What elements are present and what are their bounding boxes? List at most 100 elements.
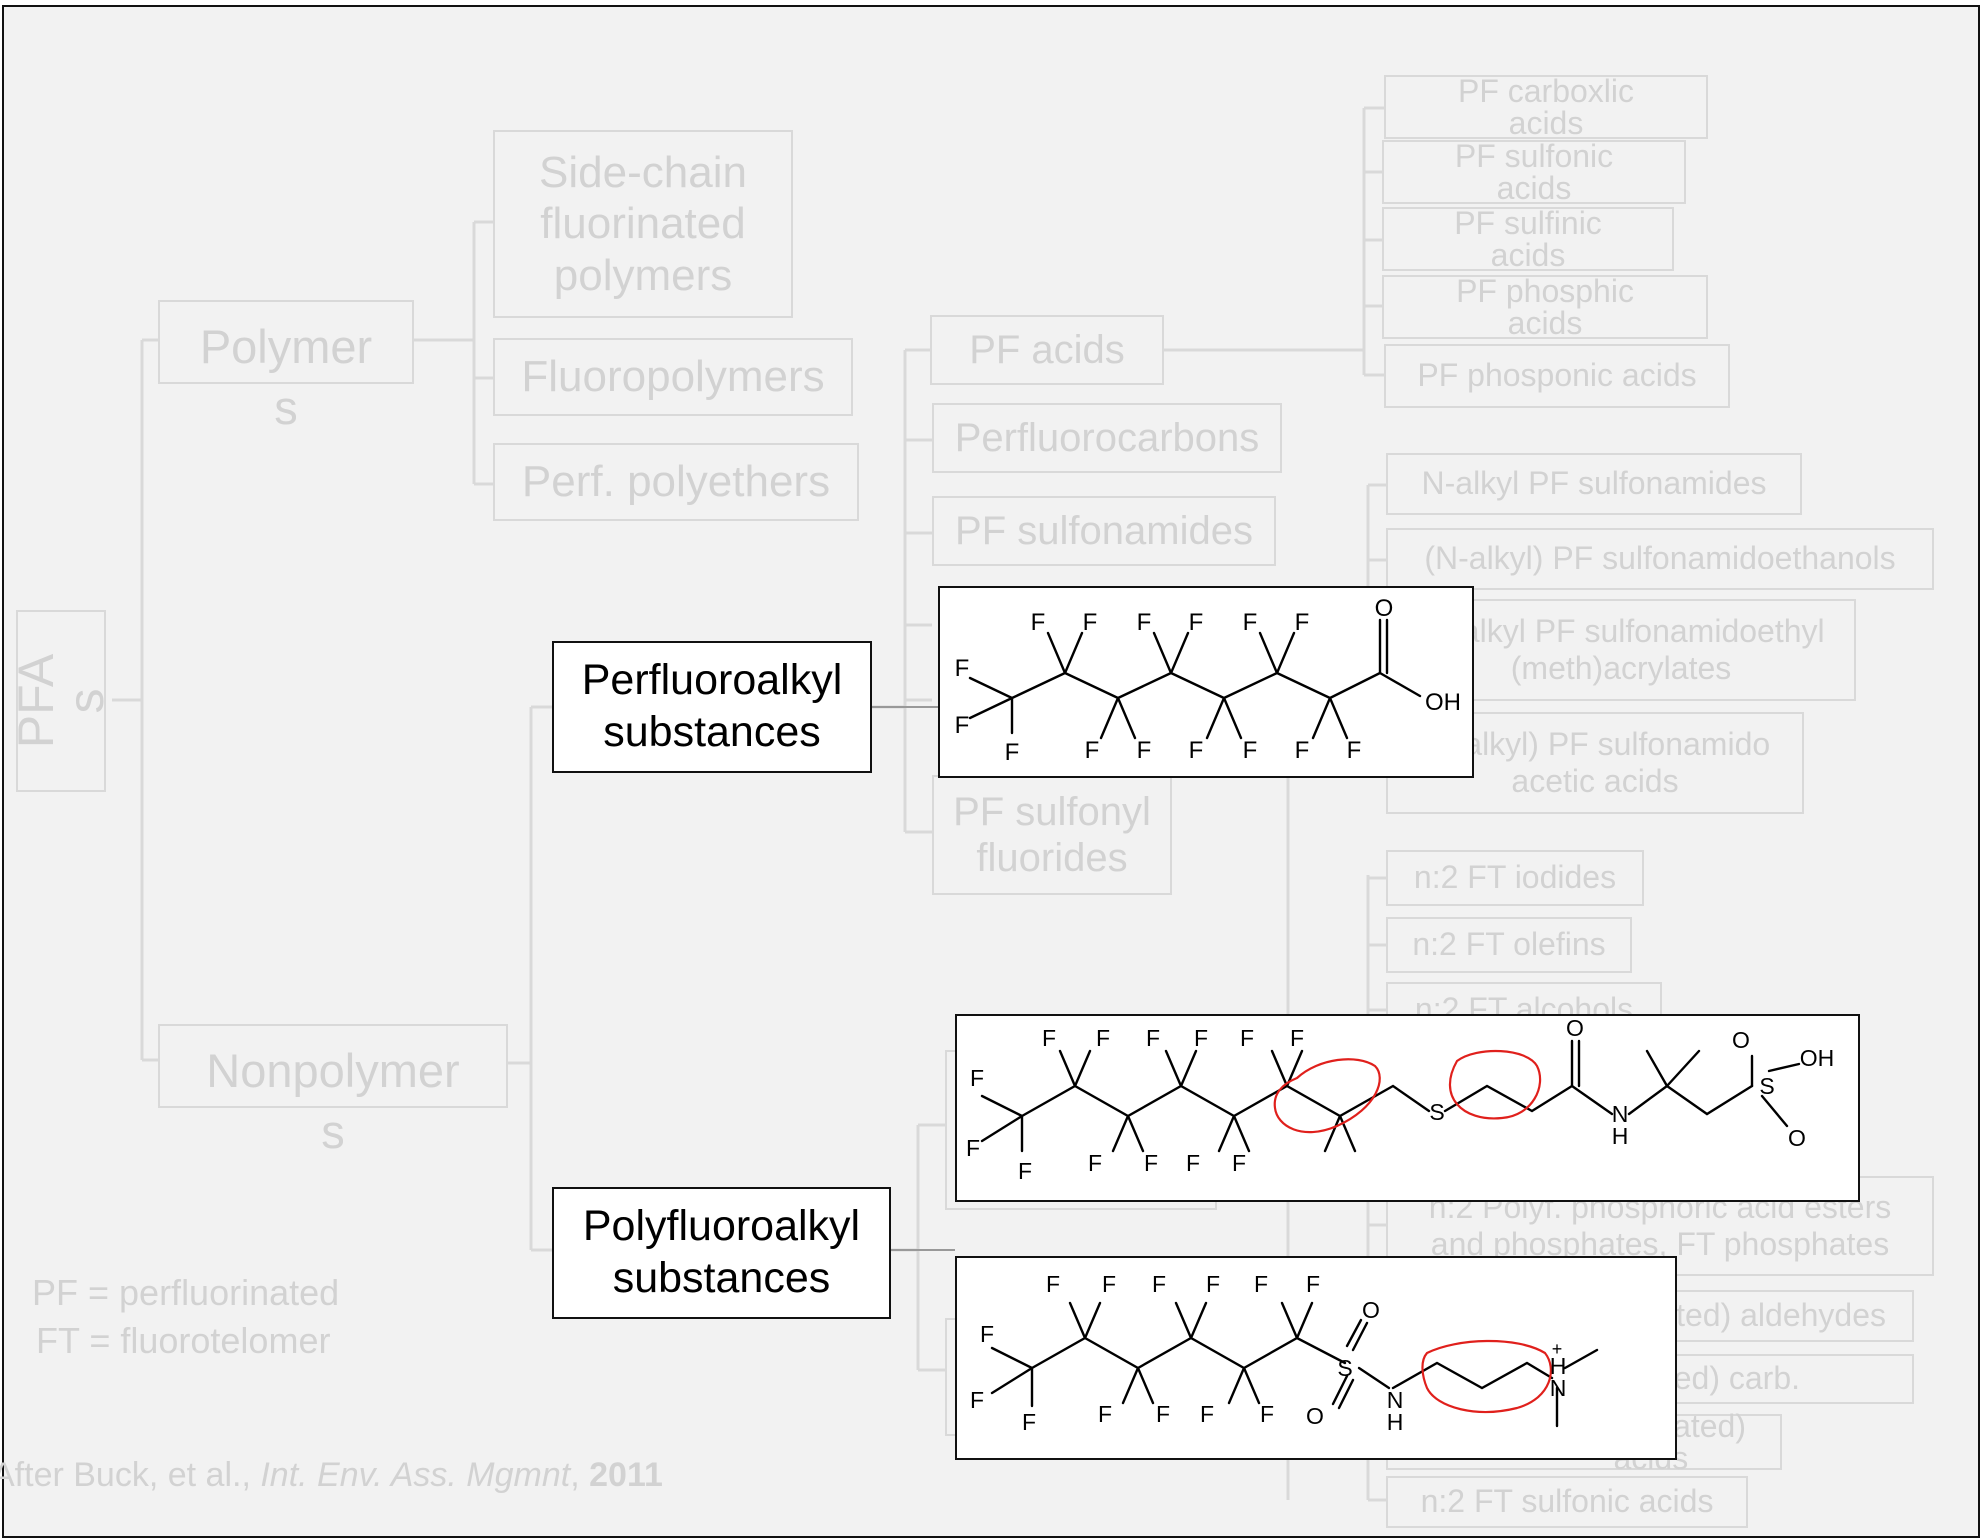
f-atom: F xyxy=(1295,737,1310,764)
pf-acid-phosphic[interactable]: PF phosphic acids xyxy=(1382,275,1708,339)
f-atom: F xyxy=(1046,1271,1060,1297)
ft-sulfonic-acids-label: n:2 FT sulfonic acids xyxy=(1420,1483,1714,1520)
f-atom: F xyxy=(1083,609,1098,636)
pfas-root-label: PFA s xyxy=(8,653,115,749)
class-pf-acids[interactable]: PF acids xyxy=(930,315,1164,385)
perfluoroalkyl-label: Perfluoroalkyl substances xyxy=(581,656,843,756)
citation-journal: Int. Env. Ass. Mgmnt xyxy=(260,1456,571,1494)
perf-polyethers-label: Perf. polyethers xyxy=(521,457,831,507)
n-atom: N xyxy=(1612,1101,1629,1127)
f-atom: F xyxy=(1152,1271,1166,1297)
pf-acid-sulfinic[interactable]: PF sulfinic acids xyxy=(1382,207,1674,271)
polymer-child-side-chain[interactable]: Side-chain fluorinated polymers xyxy=(493,130,793,318)
deriv-n-alkyl-sulfonamides[interactable]: N-alkyl PF sulfonamides xyxy=(1386,453,1802,515)
f-atom: F xyxy=(1088,1150,1102,1176)
f-atom: F xyxy=(955,712,970,739)
polymer-child-perf-polyethers[interactable]: Perf. polyethers xyxy=(493,443,859,521)
pf-acid-phosphonic[interactable]: PF phosponic acids xyxy=(1384,344,1730,408)
ft-iodides-label: n:2 FT iodides xyxy=(1413,859,1617,896)
f-atom: F xyxy=(1290,1025,1304,1051)
oh-group: OH xyxy=(1425,689,1461,716)
n-atom: N xyxy=(1550,1375,1567,1401)
f-atom: F xyxy=(966,1135,980,1161)
o-atom: O xyxy=(1788,1125,1806,1151)
pf-sulfinic-label: PF sulfinic acids xyxy=(1454,205,1602,273)
h-atom: H xyxy=(1550,1353,1567,1379)
f-atom: F xyxy=(1042,1025,1056,1051)
h-atom: H xyxy=(1387,1409,1404,1435)
o-atom: O xyxy=(1566,1016,1584,1041)
f-atom: F xyxy=(1189,609,1204,636)
pf-sulfonic-label: PF sulfonic acids xyxy=(1454,138,1614,206)
s-atom: S xyxy=(1759,1073,1774,1099)
f-atom: F xyxy=(1200,1401,1214,1427)
f-atom: F xyxy=(1156,1401,1170,1427)
o-atom: O xyxy=(1732,1027,1750,1053)
f-atom: F xyxy=(1031,609,1046,636)
deriv-sulfonamido-acetic-acids[interactable]: (N-alkyl) PF sulfonamido acetic acids xyxy=(1386,712,1804,814)
f-atom: F xyxy=(1098,1401,1112,1427)
f-atom: F xyxy=(1137,737,1152,764)
f-atom: F xyxy=(1243,609,1258,636)
class-pf-sulfonyl-fluorides[interactable]: PF sulfonyl fluorides xyxy=(932,775,1172,895)
f-atom: F xyxy=(1347,737,1362,764)
pf-carboxylic-label: PF carboxlic acids xyxy=(1457,73,1635,141)
ft-sulfonamido-amine-svg: F F F F F F F F F F F F F O S O N H + H xyxy=(970,1271,1599,1435)
polyfluoroalkyl-label: Polyfluoroalkyl substances xyxy=(582,1202,861,1302)
f-atom: F xyxy=(1005,739,1020,766)
class-pf-sulfonamides[interactable]: PF sulfonamides xyxy=(932,496,1276,566)
f-atom: F xyxy=(1018,1158,1032,1184)
pf-acid-carboxylic[interactable]: PF carboxlic acids xyxy=(1384,75,1708,139)
nonpolymers-box[interactable]: Nonpolymer s xyxy=(158,1024,508,1158)
ft-olefins[interactable]: n:2 FT olefins xyxy=(1386,917,1632,973)
f-atom: F xyxy=(1232,1150,1246,1176)
ft-sulfonic-acids[interactable]: n:2 FT sulfonic acids xyxy=(1386,1476,1748,1528)
o-atom: O xyxy=(1306,1403,1324,1429)
citation-separator: , xyxy=(570,1456,590,1494)
perfluorocarbons-label: Perfluorocarbons xyxy=(954,415,1260,460)
perfluoroalkyl-box[interactable]: Perfluoroalkyl substances xyxy=(552,641,872,773)
ft-iodides[interactable]: n:2 FT iodides xyxy=(1386,850,1644,906)
oh-group: OH xyxy=(1800,1045,1835,1071)
citation: After Buck, et al., Int. Env. Ass. Mgmnt… xyxy=(0,1456,663,1495)
sulfonamido-acetic-acids-label: (N-alkyl) PF sulfonamido acetic acids xyxy=(1419,725,1771,799)
polymer-child-fluoropolymers[interactable]: Fluoropolymers xyxy=(493,338,853,416)
f-atom: F xyxy=(1194,1025,1208,1051)
f-atom: F xyxy=(970,1065,984,1091)
f-atom: F xyxy=(1186,1150,1200,1176)
pfoa-svg: F F F F F F F F F F F F F F F O OH xyxy=(955,595,1461,766)
plus-sign: + xyxy=(1552,1339,1563,1359)
pf-phosphic-label: PF phosphic acids xyxy=(1456,273,1634,341)
f-atom: F xyxy=(1137,609,1152,636)
f-atom: F xyxy=(1189,737,1204,764)
deriv-sulfonamidoethanols[interactable]: (N-alkyl) PF sulfonamidoethanols xyxy=(1386,528,1934,590)
f-atom: F xyxy=(1022,1409,1036,1435)
pf-sulfonamides-label: PF sulfonamides xyxy=(955,508,1253,553)
nonpolymers-label: Nonpolymer s xyxy=(206,1044,460,1159)
pf-acid-sulfonic[interactable]: PF sulfonic acids xyxy=(1382,140,1686,204)
f-atom: F xyxy=(1096,1025,1110,1051)
n-alkyl-sulfonamides-label: N-alkyl PF sulfonamides xyxy=(1421,465,1767,502)
f-atom: F xyxy=(980,1321,994,1347)
pf-sulfonyl-fluorides-label: PF sulfonyl fluorides xyxy=(953,789,1151,880)
sulfonamidoethanols-label: (N-alkyl) PF sulfonamidoethanols xyxy=(1424,540,1896,577)
polymers-box[interactable]: Polymer s xyxy=(158,300,414,434)
legend-pf: PF = perfluorinated xyxy=(32,1272,340,1313)
sulfonamidoethyl-acrylates-label: (N-alkyl PF sulfonamidoethyl (meth)acryl… xyxy=(1417,612,1825,686)
f-atom: F xyxy=(1146,1025,1160,1051)
f-atom: F xyxy=(1260,1401,1274,1427)
citation-prefix: After Buck, et al., xyxy=(0,1456,261,1494)
f-atom: F xyxy=(1306,1271,1320,1297)
polyfluoroalkyl-box[interactable]: Polyfluoroalkyl substances xyxy=(552,1187,891,1319)
o-atom: O xyxy=(1375,595,1394,622)
pfoa-structure: F F F F F F F F F F F F F F F O OH xyxy=(938,586,1474,778)
f-atom: F xyxy=(1240,1025,1254,1051)
legend-ft: FT = fluorotelomer xyxy=(36,1320,331,1361)
fluoropolymers-label: Fluoropolymers xyxy=(521,352,825,402)
ft-olefins-label: n:2 FT olefins xyxy=(1412,926,1606,963)
pfas-root-box[interactable]: PFA s xyxy=(8,610,114,792)
f-atom: F xyxy=(1295,609,1310,636)
class-perfluorocarbons[interactable]: Perfluorocarbons xyxy=(932,403,1282,473)
h-atom: H xyxy=(1612,1123,1629,1149)
